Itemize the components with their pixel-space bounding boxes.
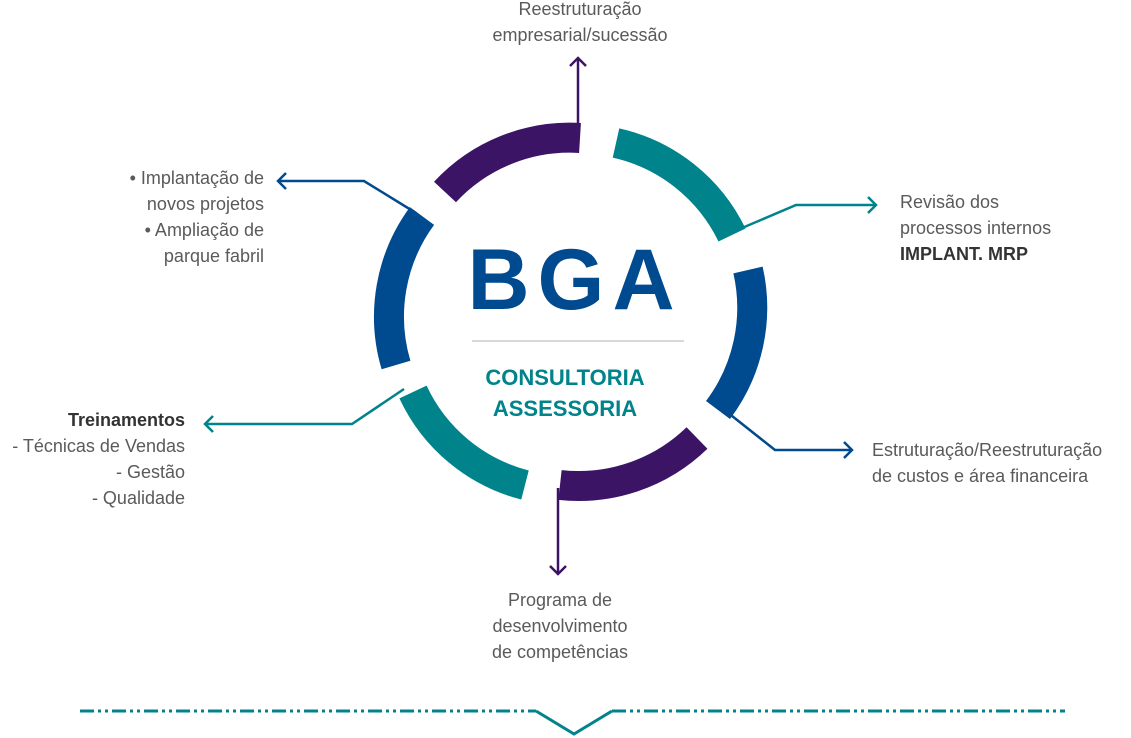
center-subtitle: CONSULTORIA ASSESSORIA [440,362,690,424]
label-right-top-line3-bold: IMPLANT. MRP [900,244,1028,264]
label-left-bottom: Treinamentos - Técnicas de Vendas - Gest… [0,407,185,511]
label-bottom-line3: de competências [491,642,629,662]
connector-right-top [741,196,878,230]
connector-left-top [276,172,417,215]
segment-top-right-teal [612,128,746,242]
label-right-bottom-line1: Estruturação/Reestruturação [872,440,1103,460]
connector-right-bottom [726,411,854,459]
segment-bottom-left-teal [399,385,530,500]
label-left-bottom-line1: Treinamentos [0,407,185,433]
label-left-bottom-line4: - Qualidade [91,488,185,508]
label-left-top-line3: • Ampliação de [144,220,264,240]
bottom-dashed-divider [80,709,1065,736]
label-left-top-line1: • Implantação de [129,168,264,188]
label-left-bottom-line3: - Gestão [115,462,185,482]
connector-top [569,56,587,124]
label-bottom-line1: Programa de [507,590,613,610]
center-title: BGA [467,232,683,328]
segment-top-purple [434,122,581,203]
label-right-bottom: Estruturação/Reestruturação de custos e … [872,437,1131,489]
label-left-bottom-line1-bold: Treinamentos [67,410,185,430]
segment-right-blue [705,266,768,420]
label-top-line1: Reestruturação [518,0,642,19]
connector-left-bottom [203,387,405,433]
label-right-bottom-line2: de custos e área financeira [872,466,1089,486]
segment-left-blue [374,207,435,370]
segment-bottom-purple [558,427,708,501]
label-left-top-line2: novos projetos [146,194,264,214]
label-right-top-line2: processos internos [900,218,1052,238]
connector-bottom [549,488,567,576]
label-bottom-line2: desenvolvimento [492,616,628,636]
center-subtitle-line2: ASSESSORIA [492,396,638,421]
label-right-top-line3: IMPLANT. MRP [900,241,1125,267]
label-top: Reestruturação empresarial/sucessão [440,0,720,48]
label-left-top: • Implantação de novos projetos • Amplia… [60,165,264,269]
label-left-top-line4: parque fabril [163,246,264,266]
label-bottom: Programa de desenvolvimento de competênc… [440,587,680,665]
label-left-bottom-line2: - Técnicas de Vendas [12,436,185,456]
label-right-top: Revisão dos processos internos IMPLANT. … [900,189,1125,267]
label-right-top-line1: Revisão dos [900,192,1000,212]
label-top-line2: empresarial/sucessão [492,25,668,45]
center-subtitle-line1: CONSULTORIA [485,365,645,390]
center-divider [472,340,684,342]
